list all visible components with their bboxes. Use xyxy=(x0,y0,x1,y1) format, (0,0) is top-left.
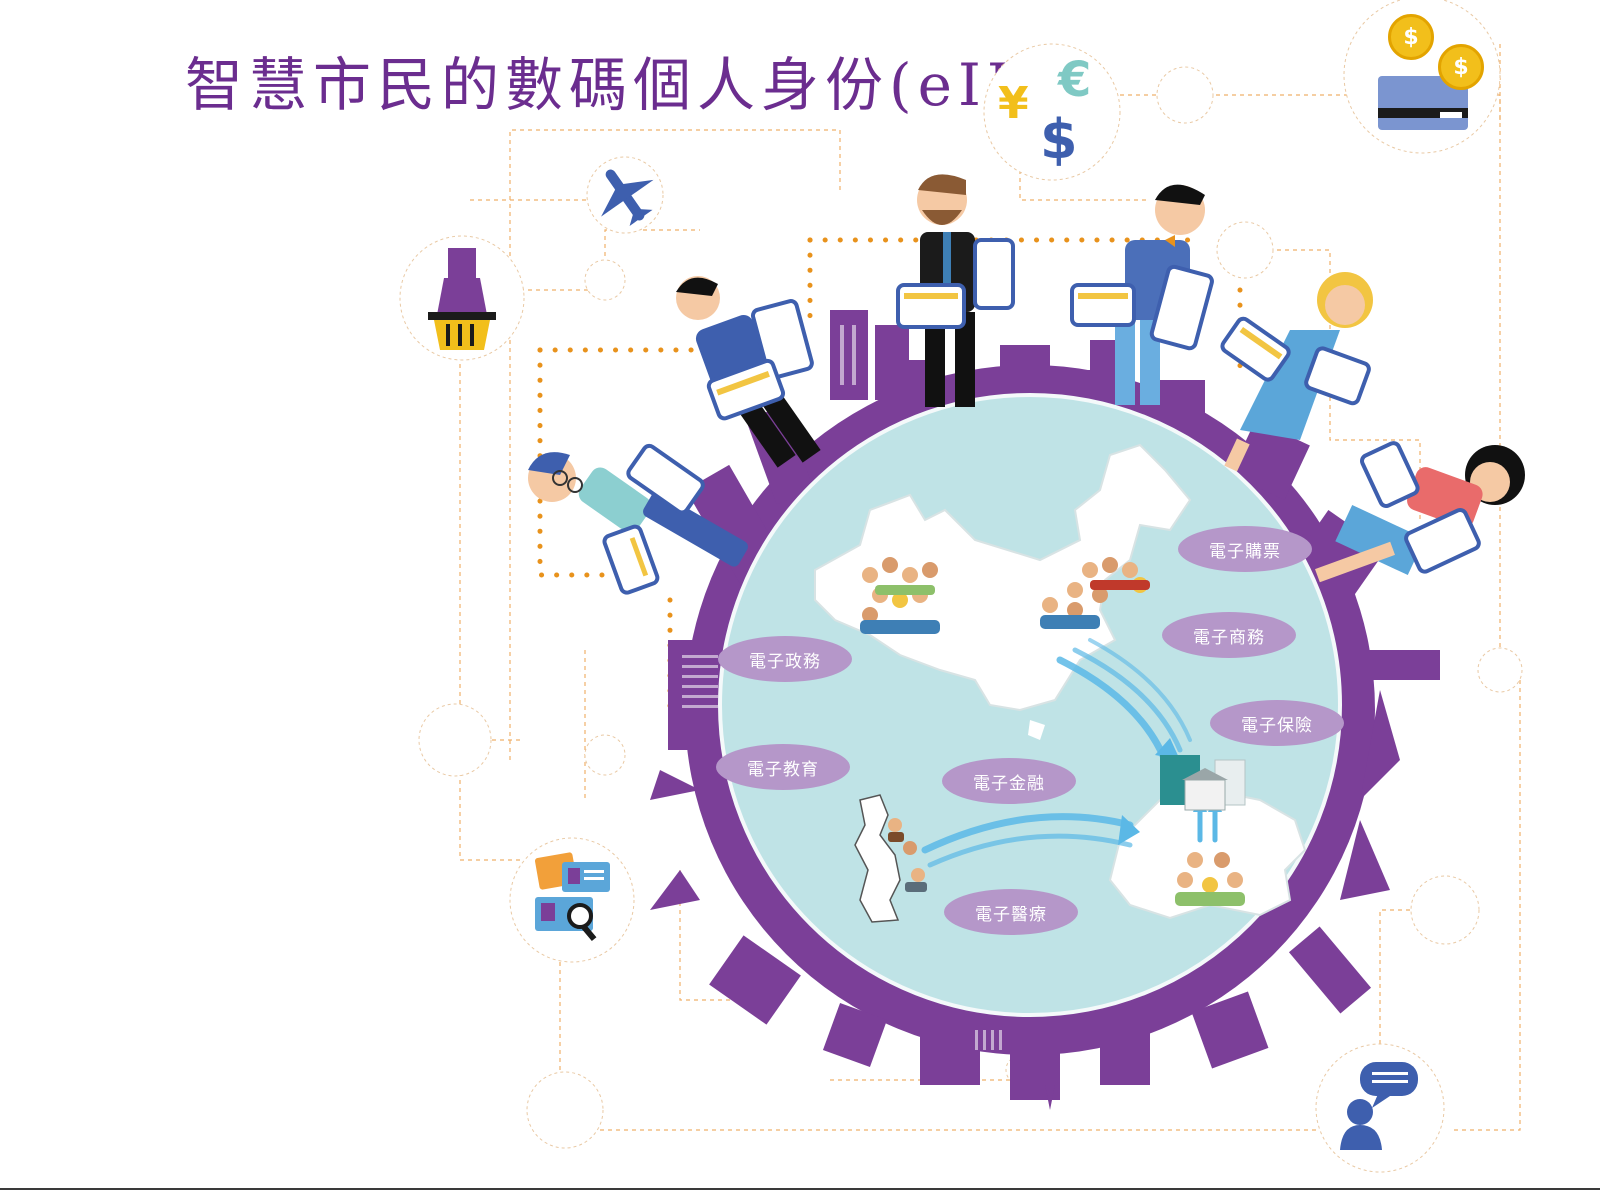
dollar-symbol: $ xyxy=(1040,108,1078,171)
currency-icon xyxy=(983,43,1121,181)
hainan-island xyxy=(1028,720,1045,740)
coin-icon: $ xyxy=(1388,14,1434,60)
skyline-windows xyxy=(682,325,1002,1050)
citizen-bearded-man xyxy=(896,174,1015,407)
crowd-group-macau xyxy=(888,818,927,892)
id-card-search-icon xyxy=(509,837,635,963)
service-pill-e-ticketing: 電子購票 xyxy=(1178,526,1312,572)
dress-icon xyxy=(436,248,488,320)
building-icon xyxy=(1160,755,1246,811)
coin-symbol: $ xyxy=(1453,54,1469,80)
service-label: 電子政務 xyxy=(749,651,821,672)
service-label: 電子購票 xyxy=(1209,541,1281,562)
crowd-group-east xyxy=(1040,557,1150,629)
coin-symbol: $ xyxy=(1403,24,1419,50)
euro-symbol: € xyxy=(1058,52,1092,108)
crowd-group-west xyxy=(860,557,940,634)
crowd-group-hk xyxy=(1175,852,1245,906)
citizen-bowtie-man xyxy=(1070,184,1214,405)
airplane-icon xyxy=(586,156,664,234)
network-nodes xyxy=(418,66,1523,1149)
service-pill-e-commerce: 電子商務 xyxy=(1162,612,1296,658)
service-pill-e-insurance: 電子保險 xyxy=(1210,700,1344,746)
chat-user-icon xyxy=(1315,1043,1445,1173)
citizen-blonde-woman xyxy=(1220,272,1373,472)
citizen-cap-glasses xyxy=(528,443,748,595)
page-title: 智慧市民的數碼個人身份(eID) xyxy=(185,51,1068,119)
service-pill-e-finance: 電子金融 xyxy=(942,758,1076,804)
shopping-basket-icon xyxy=(428,312,496,350)
service-label: 電子商務 xyxy=(1193,627,1265,648)
service-label: 電子金融 xyxy=(973,773,1045,794)
service-pill-e-government: 電子政務 xyxy=(718,636,852,682)
service-label: 電子教育 xyxy=(747,759,819,780)
service-label: 電子醫療 xyxy=(975,904,1047,925)
flow-arrows xyxy=(921,638,1218,868)
yen-symbol: ¥ xyxy=(998,78,1029,129)
credit-card-icon xyxy=(1343,0,1501,154)
citizen-dark-hair-woman xyxy=(1315,441,1525,583)
dress-basket-icon xyxy=(399,235,525,361)
service-pill-e-education: 電子教育 xyxy=(716,744,850,790)
bottom-divider xyxy=(0,1188,1600,1190)
service-pill-e-health: 電子醫療 xyxy=(944,889,1078,935)
coin-icon: $ xyxy=(1438,44,1484,90)
macau-map-icon xyxy=(854,794,901,923)
service-label: 電子保險 xyxy=(1241,715,1313,736)
citizen-blue-suit xyxy=(676,276,821,468)
